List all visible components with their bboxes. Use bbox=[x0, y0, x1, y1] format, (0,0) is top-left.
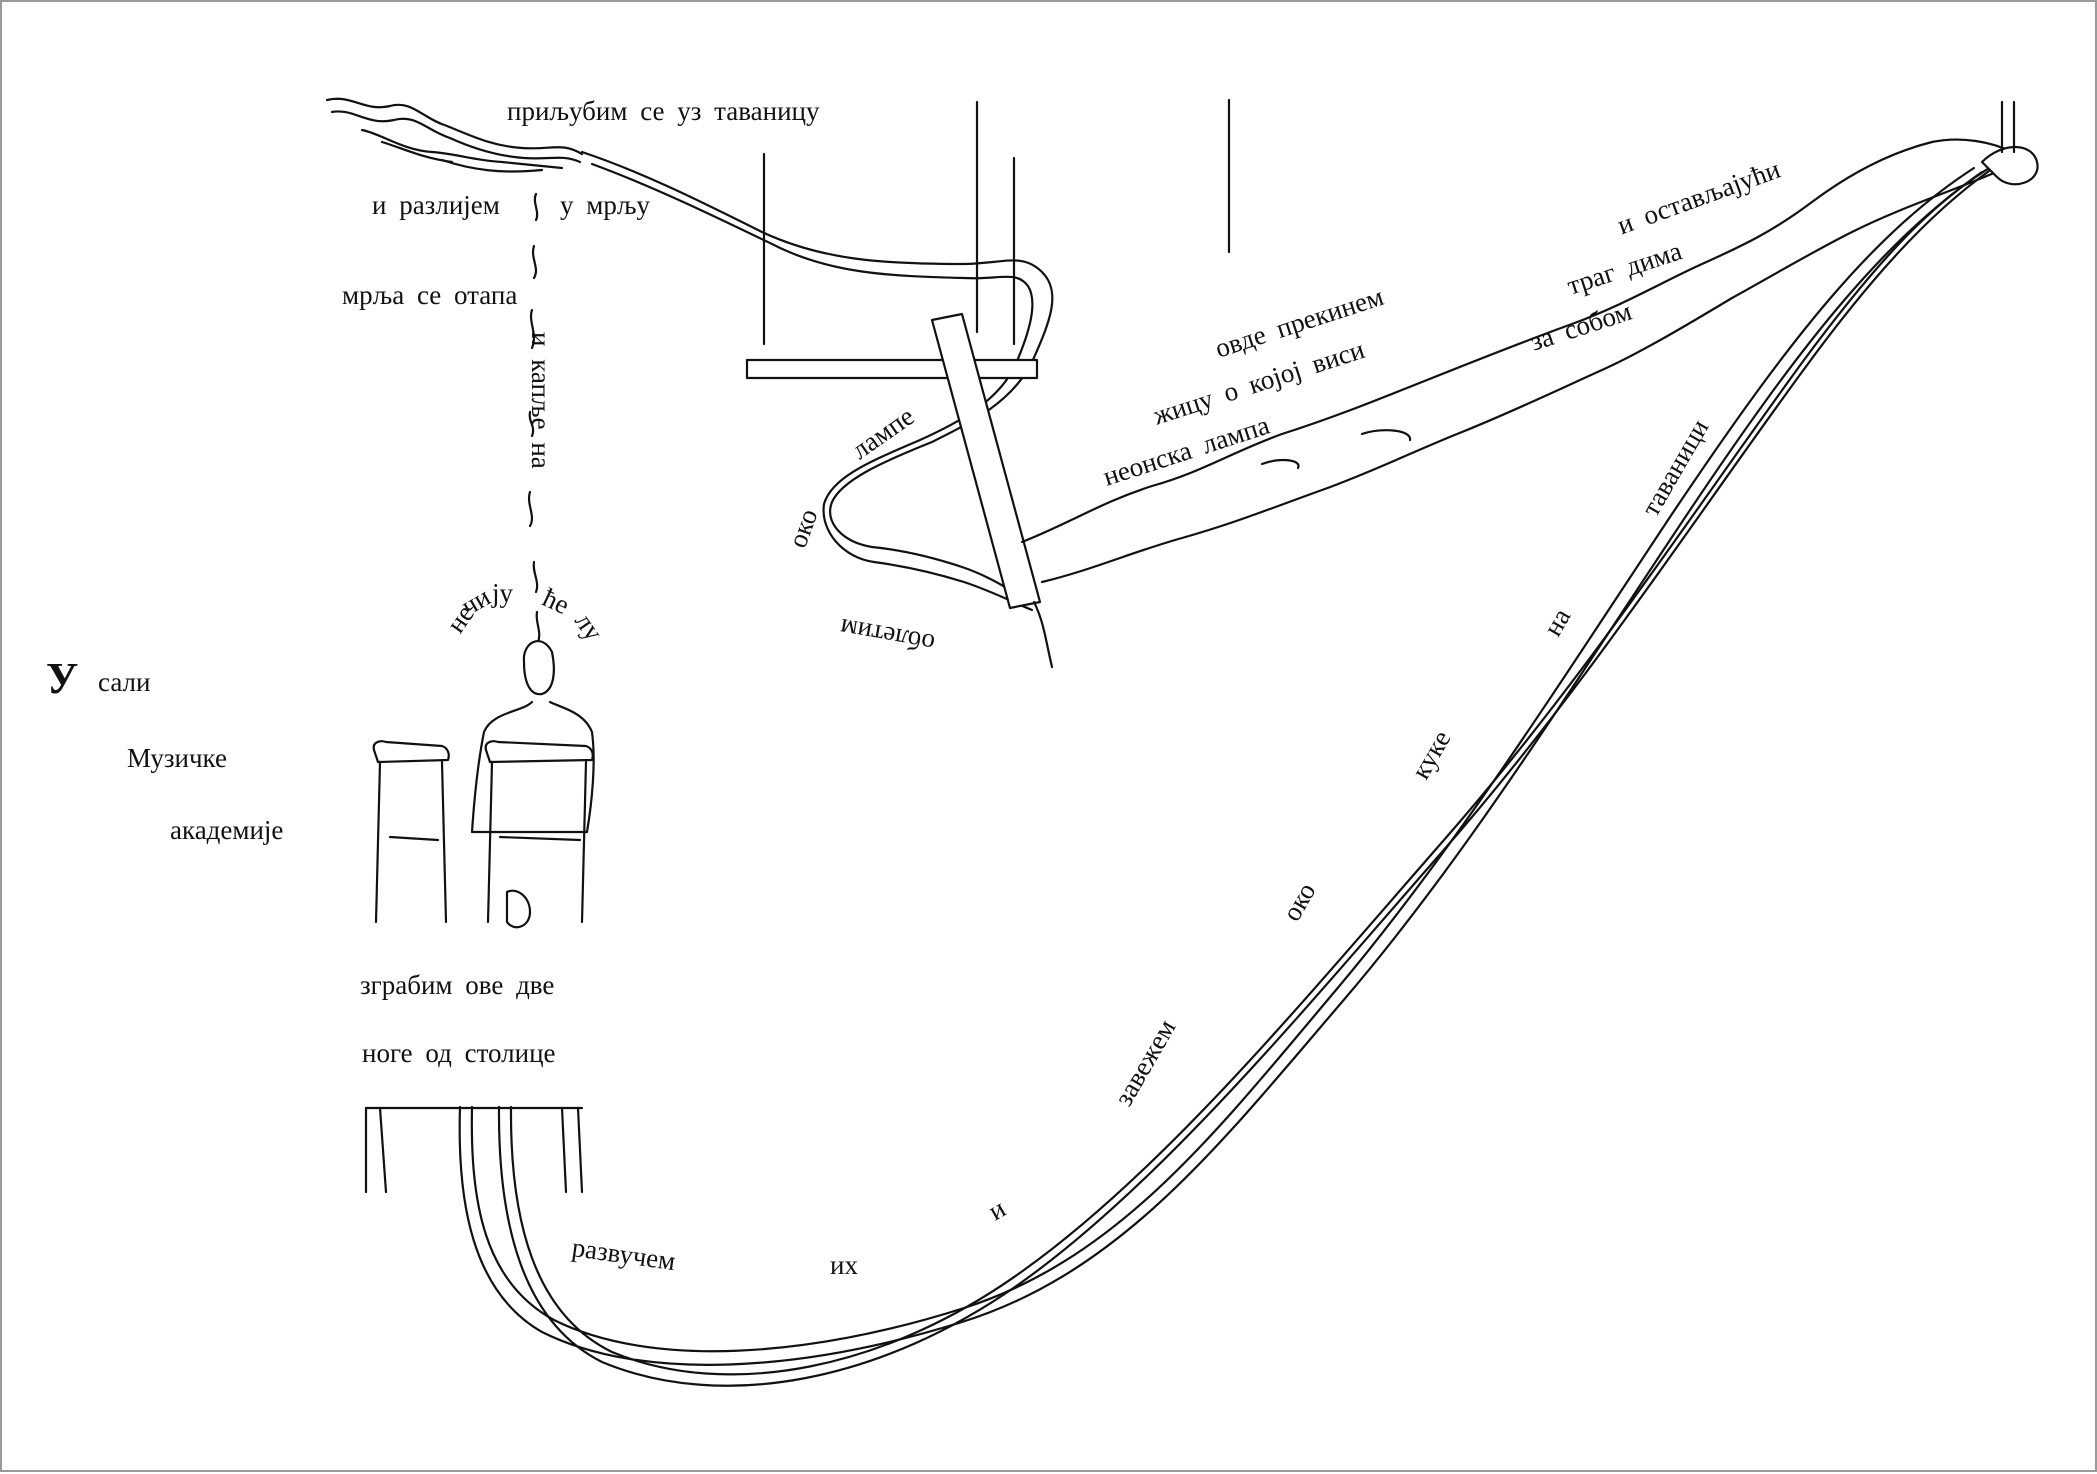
neon-lamp-rig bbox=[745, 98, 1231, 669]
arc-syllable-3: ју bbox=[492, 578, 514, 608]
line-spill-into: у мрљу bbox=[560, 190, 650, 220]
smoke-trail-lower bbox=[1020, 138, 2019, 584]
seated-man-on-chairs bbox=[364, 640, 595, 1194]
ceiling-ripple bbox=[325, 97, 584, 173]
stretched-chair-legs bbox=[458, 100, 2039, 1387]
smoke-trail-upper bbox=[580, 150, 1054, 612]
dripping-drops bbox=[527, 192, 541, 644]
line-them: их bbox=[830, 1250, 858, 1280]
line-grab: зграбим ове две bbox=[360, 970, 555, 1000]
line-ceiling: приљубим се уз таваницу bbox=[507, 96, 820, 126]
line-music: Музичке bbox=[127, 743, 227, 773]
line-melts: мрља се отапа bbox=[342, 280, 518, 310]
line-spill: и разлијем bbox=[372, 190, 500, 220]
line-drips: и капље на bbox=[526, 332, 556, 469]
line-academy: академије bbox=[170, 815, 284, 845]
line-legs: ноге од столице bbox=[362, 1038, 556, 1068]
line-hall: сали bbox=[98, 667, 151, 697]
line-hall-initial: У bbox=[46, 654, 79, 703]
